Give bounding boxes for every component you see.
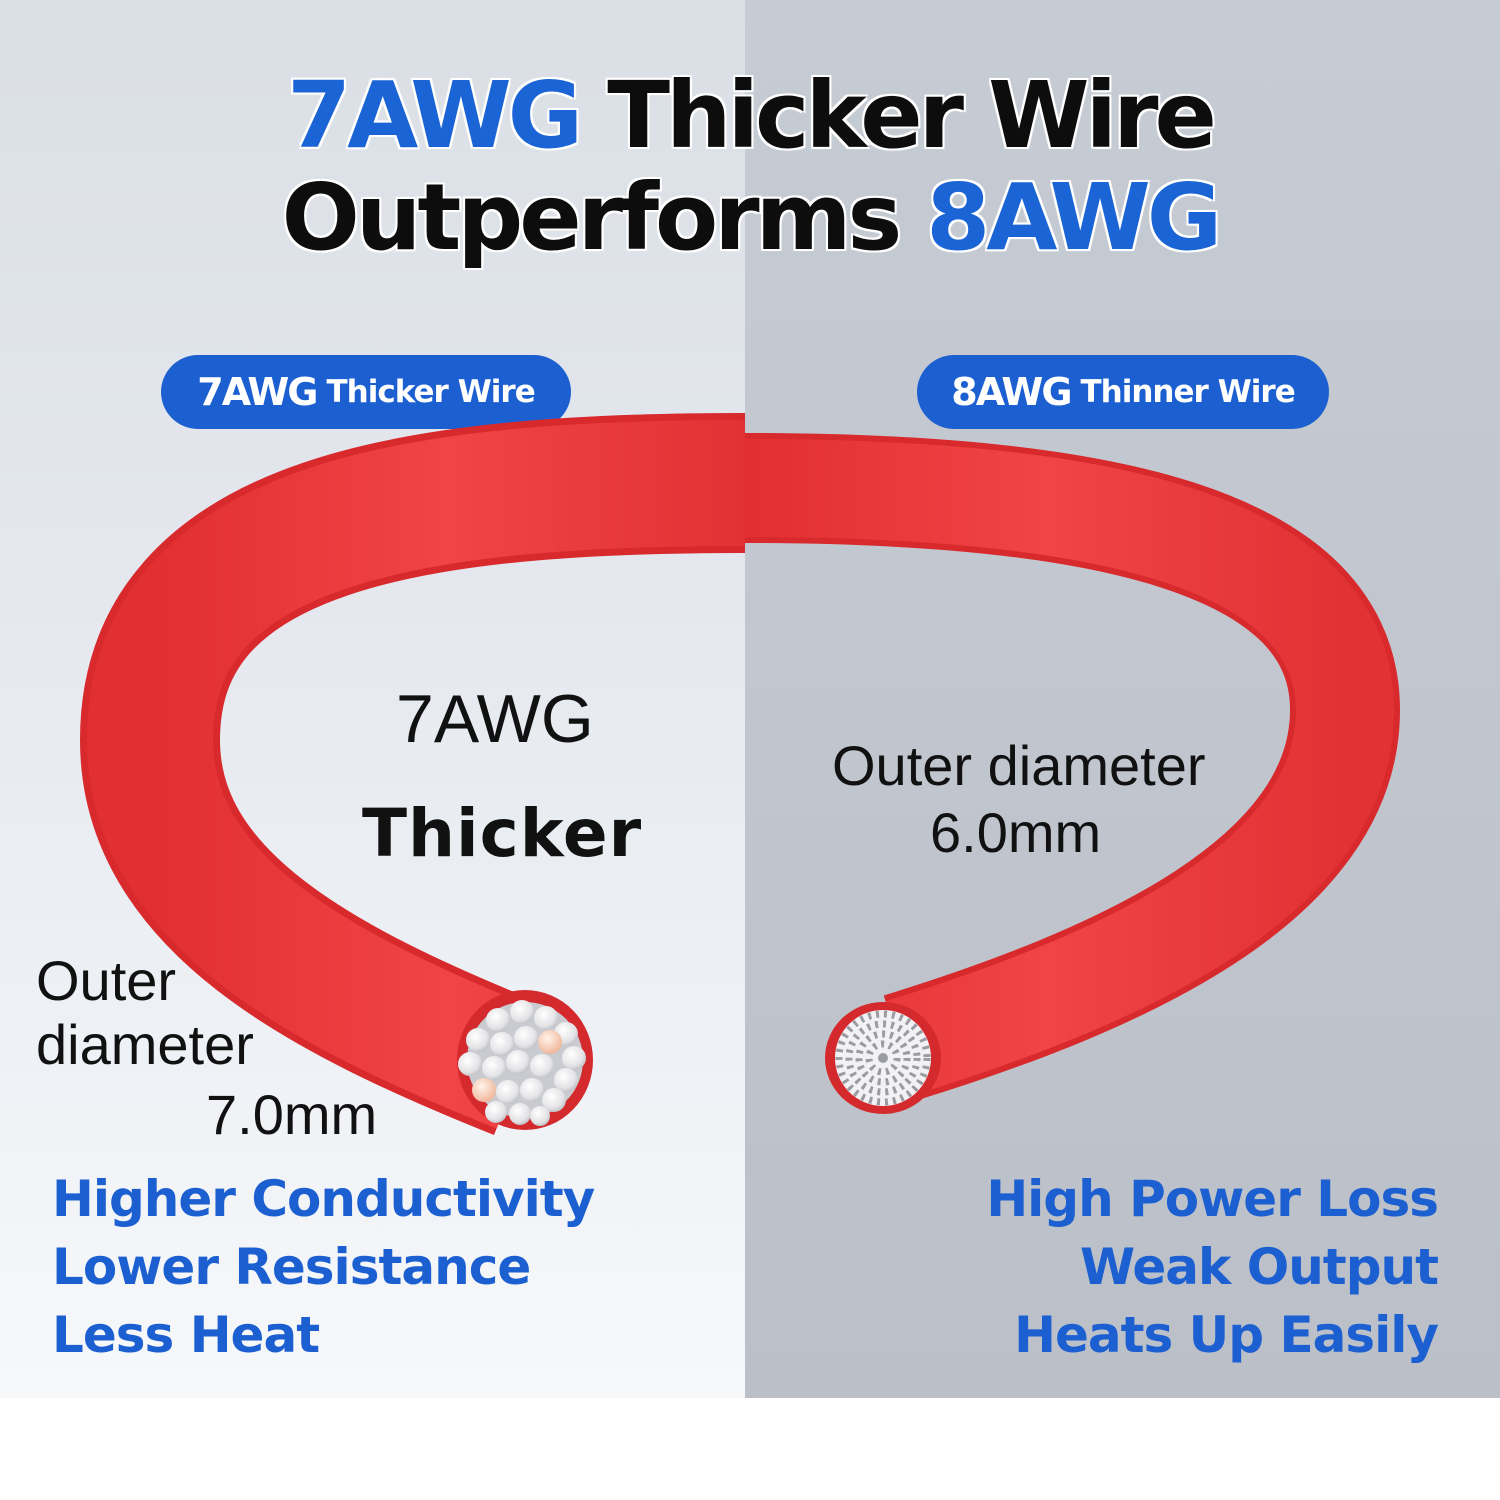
badge-text: Thicker Wire (326, 374, 536, 410)
right-feature-2: Weak Output (1080, 1238, 1439, 1296)
badge-8awg-thinner-wire: 8AWG Thinner Wire (917, 355, 1329, 429)
thick-wire-7awg (79, 413, 746, 1135)
left-outer-label-line2: diameter (36, 1013, 254, 1076)
badge-gauge: 7AWG (197, 370, 318, 414)
gauge-label-7awg: 7AWG (396, 681, 594, 757)
headline-accent-8awg: 8AWG (926, 164, 1222, 271)
headline-text-outperforms: Outperforms (281, 164, 903, 271)
headline-text-thicker-wire: Thicker Wire (607, 62, 1217, 169)
right-outer-diameter-value: 6.0mm (930, 801, 1102, 864)
left-feature-3: Less Heat (52, 1306, 320, 1364)
thick-wire-strands (458, 1000, 586, 1126)
badge-text: Thinner Wire (1080, 374, 1296, 410)
left-feature-2: Lower Resistance (52, 1238, 531, 1296)
right-feature-1: High Power Loss (986, 1170, 1439, 1228)
thin-wire-8awg (744, 433, 1401, 1114)
left-outer-diameter-value: 7.0mm (206, 1083, 378, 1146)
left-feature-1: Higher Conductivity (52, 1170, 595, 1228)
badge-7awg-thicker-wire: 7AWG Thicker Wire (161, 355, 571, 429)
left-outer-label-line1: Outer (36, 949, 177, 1012)
thicker-label: Thicker (362, 795, 643, 872)
headline-accent-7awg: 7AWG (287, 62, 583, 169)
right-feature-3: Heats Up Easily (1014, 1306, 1439, 1364)
headline-line-1: 7AWG Thicker Wire (0, 70, 1500, 162)
right-outer-diameter-label: Outer diameter (832, 734, 1206, 797)
headline-line-2: Outperforms 8AWG (0, 172, 1500, 264)
thin-wire-strands (835, 1010, 931, 1106)
badge-gauge: 8AWG (951, 370, 1072, 414)
